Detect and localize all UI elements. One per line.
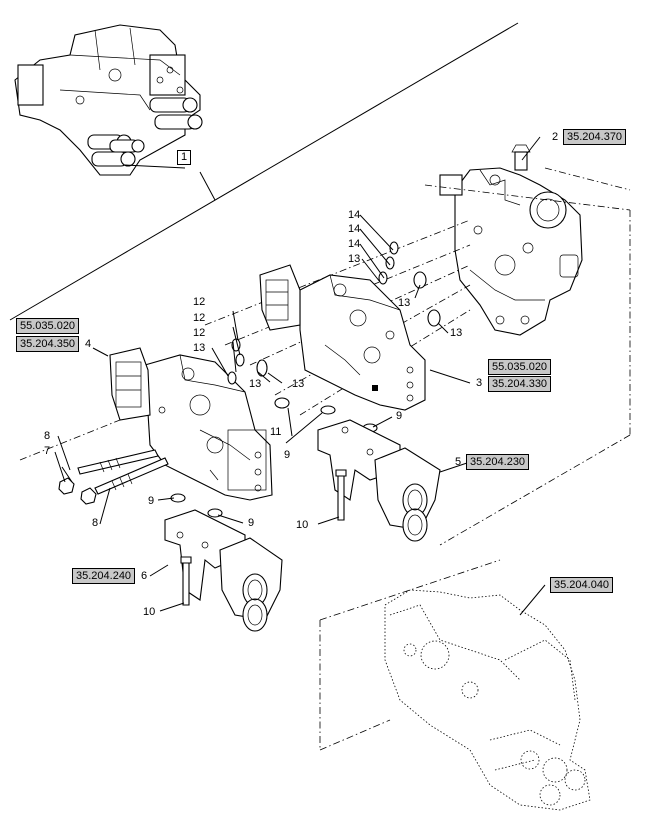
callout-4: 4 [85,338,92,350]
callout-1: 1 [177,150,191,165]
callout-14-b: 14 [348,223,361,235]
ref-box-35-204-350[interactable]: 35.204.350 [16,336,80,352]
ref-box-35-204-230[interactable]: 35.204.230 [466,454,530,470]
bolt-10-left [180,556,192,606]
ref-box-55-035-020-right[interactable]: 55.035.020 [488,359,552,375]
leader-lines [54,136,546,616]
ref-box-35-204-330[interactable]: 35.204.330 [488,376,552,392]
callout-14-a: 14 [348,209,361,221]
valve-section-3 [259,264,426,411]
ref-box-35-204-240[interactable]: 35.204.240 [72,568,136,584]
ref-box-35-204-040[interactable]: 35.204.040 [550,577,614,593]
separator-line [9,22,519,321]
callout-10-right: 10 [296,519,309,531]
callout-13-c: 13 [292,378,305,390]
callout-13-f: 13 [450,327,463,339]
overview-assembly [14,24,203,176]
callout-14-c: 14 [348,238,361,250]
ref-box-55-035-020-left[interactable]: 55.035.020 [16,318,80,334]
callout-9-d: 9 [248,517,255,529]
callout-13-e: 13 [398,297,411,309]
reference-assembly-dotted [319,559,591,811]
callout-9-b: 9 [396,410,403,422]
callout-9-a: 9 [284,449,291,461]
valve-section-4 [109,347,273,501]
o-rings [170,241,441,518]
bolt-10-right [335,469,347,521]
callout-3: 3 [476,377,483,389]
callout-9-c: 9 [148,495,155,507]
callout-8-bottom: 8 [92,517,99,529]
coupler-block-6 [164,509,283,632]
callout-6: 6 [141,570,148,582]
callout-2: 2 [552,131,559,143]
valve-body-2 [439,144,583,336]
leader-1b [199,171,216,201]
tie-rods-8 [58,449,169,505]
callout-8-top: 8 [44,430,51,442]
callout-11: 11 [270,426,282,438]
callout-10-left: 10 [143,606,156,618]
callout-5: 5 [455,456,462,468]
ref-box-35-204-370[interactable]: 35.204.370 [563,129,627,145]
callout-7: 7 [44,445,51,457]
leader-1a [124,164,186,169]
callout-12-c: 12 [193,327,206,339]
coupler-block-5 [317,419,441,542]
callout-12-b: 12 [193,312,206,324]
callout-12-a: 12 [193,296,206,308]
callout-13-d: 13 [348,253,361,265]
callout-13-b: 13 [249,378,262,390]
callout-13-a: 13 [193,342,206,354]
